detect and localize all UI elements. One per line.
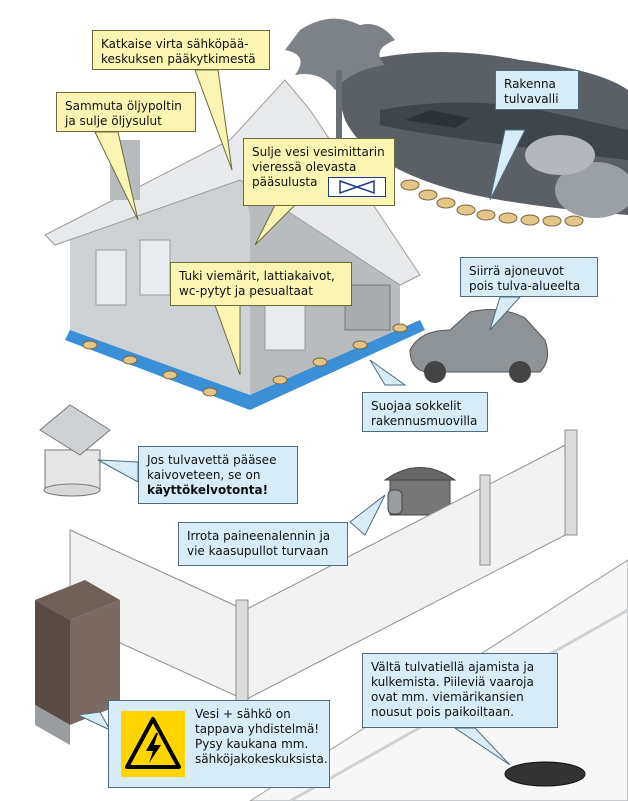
electric-cabinet [35, 580, 120, 745]
callout-flood-wall-line: tulvavalli [504, 92, 559, 106]
callout-main-switch-line: Katkaise virta sähköpää- [101, 37, 249, 51]
callout-gas-line: Irrota paineenalennin ja [187, 529, 331, 543]
fence [69, 429, 578, 711]
callout-avoid-line: ovat mm. viemärikansien [371, 690, 524, 704]
callout-main-switch-line: keskuksen pääkytkimestä [101, 52, 256, 66]
callout-avoid-flood-road: Vältä tulvatiellä ajamista ja kulkemista… [362, 653, 558, 728]
callout-oil-burner-line: ja sulje öljysulut [65, 114, 162, 128]
tree [285, 18, 395, 150]
car [409, 309, 549, 383]
callout-avoid-line: Vältä tulvatiellä ajamista ja [371, 660, 535, 674]
callout-electric-line: Pysy kaukana mm. [195, 737, 309, 751]
callout-plinth-line: Suojaa sokkelit [371, 399, 462, 413]
callout-vehicles-line: pois tulva-alueelta [469, 279, 581, 293]
callout-well-line: Jos tulvavettä pääsee [147, 453, 277, 467]
callout-well: Jos tulvavettä pääsee kaivoveteen, se on… [138, 446, 298, 504]
callout-well-warning: käyttökelvotonta! [147, 483, 269, 497]
callout-water-meter-line: Sulje vesi vesimittarin [252, 145, 385, 159]
callout-plinth: Suojaa sokkelit rakennusmuovilla [362, 392, 488, 432]
callout-drains-line: Tuki viemärit, lattiakaivot, [179, 269, 335, 283]
callout-flood-wall: Rakenna tulvavalli [495, 70, 579, 110]
callout-main-switch: Katkaise virta sähköpää- keskuksen pääky… [92, 30, 270, 70]
callout-water-meter: Sulje vesi vesimittarin vieressä olevast… [243, 138, 395, 206]
callout-electric-line: Vesi + sähkö on [195, 707, 291, 721]
callout-avoid-line: nousut pois paikoiltaan. [371, 705, 514, 719]
callout-oil-burner: Sammuta öljypoltin ja sulje öljysulut [56, 92, 196, 132]
flood-wall-sandbags [400, 179, 584, 227]
callout-gas-line: vie kaasupullot turvaan [187, 544, 329, 558]
callout-electric-line: tappava yhdistelmä! [195, 722, 320, 736]
callout-vehicles: Siirrä ajoneuvot pois tulva-alueelta [460, 257, 598, 297]
callout-well-line: kaivoveteen, se on [147, 468, 261, 482]
valve-icon [328, 177, 386, 197]
electric-warning-icon [121, 711, 185, 777]
callout-vehicles-line: Siirrä ajoneuvot [469, 264, 564, 278]
well [39, 404, 111, 497]
callout-drains-line: wc-pytyt ja pesualtaat [179, 284, 313, 298]
manhole [504, 761, 586, 787]
callout-electric-danger: Vesi + sähkö on tappava yhdistelmä! Pysy… [108, 700, 330, 788]
callout-electric-line: sähköjakokeskuksista. [195, 752, 328, 766]
callout-plinth-line: rakennusmuovilla [371, 414, 478, 428]
callout-oil-burner-line: Sammuta öljypoltin [65, 99, 182, 113]
callout-drains: Tuki viemärit, lattiakaivot, wc-pytyt ja… [170, 262, 352, 306]
callout-flood-wall-line: Rakenna [504, 77, 556, 91]
callout-gas: Irrota paineenalennin ja vie kaasupullot… [178, 522, 348, 566]
callout-water-meter-line: vieressä olevasta [252, 160, 357, 174]
callout-avoid-line: kulkemista. Piileviä vaaroja [371, 675, 534, 689]
callout-water-meter-line: pääsulusta [252, 175, 318, 189]
